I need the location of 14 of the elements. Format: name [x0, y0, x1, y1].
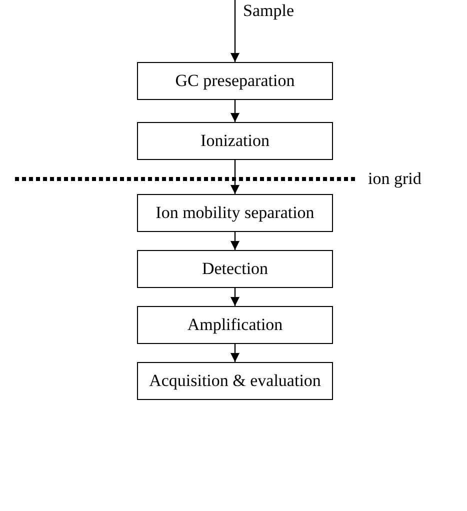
process-box: Amplification [137, 306, 333, 344]
arrow [230, 160, 240, 194]
arrow [230, 288, 240, 306]
arrow [230, 0, 240, 62]
process-box: GC preseparation [137, 62, 333, 100]
edge-label: Sample [243, 1, 294, 21]
arrow [230, 232, 240, 250]
grid-label: ion grid [368, 169, 422, 189]
process-box: Ionization [137, 122, 333, 160]
process-box: Ion mobility separation [137, 194, 333, 232]
process-box: Detection [137, 250, 333, 288]
process-box: Acquisition & evaluation [137, 362, 333, 400]
arrow [230, 344, 240, 362]
arrow [230, 100, 240, 122]
